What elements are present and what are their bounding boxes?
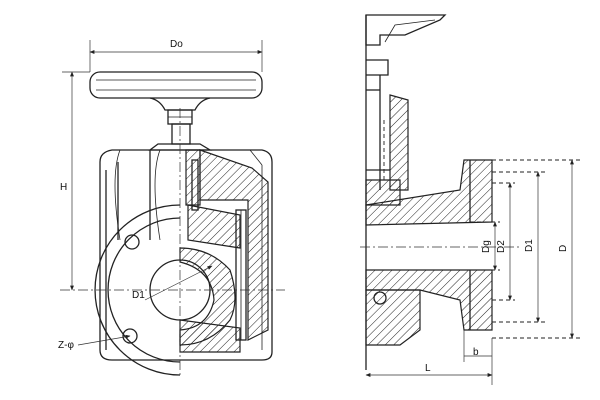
side-bonnet [366, 75, 409, 191]
do-label: Do [170, 39, 183, 50]
h-dimension: H [60, 71, 90, 291]
d-label: D [558, 245, 569, 252]
section-half [179, 149, 269, 353]
dg-dimension: Dg [481, 221, 497, 271]
l-dimension: L [365, 363, 493, 377]
b-label: b [473, 347, 479, 358]
z-leader: Z-φ [58, 334, 131, 351]
d2-label: D2 [496, 240, 507, 253]
side-lower-body [365, 269, 493, 346]
side-handwheel [365, 14, 447, 76]
dg-label: Dg [481, 240, 492, 253]
l-label: L [425, 363, 431, 374]
d1-side-dimension: D1 [524, 171, 540, 323]
b-dimension: b [463, 330, 493, 385]
d-dimension: D [558, 159, 574, 339]
do-dimension: Do [89, 39, 263, 72]
front-view: Do H D1 Z-φ [58, 39, 285, 376]
z-label: Z-φ [58, 340, 74, 351]
handwheel [89, 71, 263, 125]
side-view: Dg D2 D1 D b L [360, 14, 580, 385]
d1-front-leader: D1 [132, 265, 213, 301]
d1-side-label: D1 [524, 239, 535, 252]
d2-dimension: D2 [496, 182, 512, 301]
h-label: H [60, 182, 67, 193]
d1-front-label: D1 [132, 290, 145, 301]
